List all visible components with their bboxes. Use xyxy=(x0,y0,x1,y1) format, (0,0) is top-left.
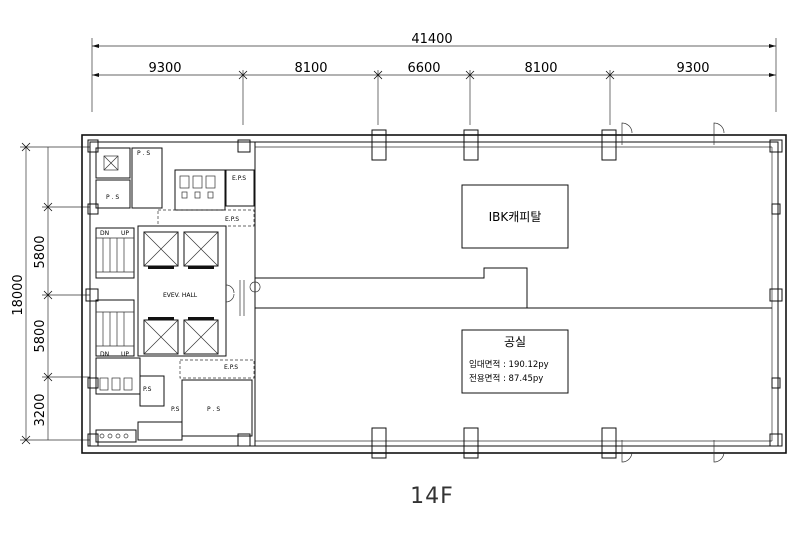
ps-bottom-label: P . S xyxy=(207,406,220,413)
core-labels: P . S P . S E.P.S E.P.S E.P.S P . S P.S … xyxy=(100,150,246,413)
vacant-title: 공실 xyxy=(504,335,526,349)
lease-area: 임대면적 : 190.12py xyxy=(469,359,549,370)
eps-label-1: E.P.S xyxy=(232,175,246,182)
elevator-cars xyxy=(143,231,219,355)
width-segment-3: 6600 xyxy=(407,61,440,76)
ps-top-label: P . S xyxy=(106,194,119,201)
stair-dn-label-2: DN xyxy=(100,351,109,358)
ps-small-label-1: P . S xyxy=(137,150,150,157)
horizontal-dimensions: 41400 9300 8100 6600 8100 9300 xyxy=(91,32,777,125)
tenant-name: IBK캐피탈 xyxy=(489,210,542,224)
width-segment-4: 8100 xyxy=(524,61,557,76)
exclusive-area: 전용면적 : 87.45py xyxy=(469,373,543,384)
eps-label-3: E.P.S xyxy=(224,364,238,371)
height-segment-2: 5800 xyxy=(33,319,48,352)
total-width-dimension: 41400 xyxy=(411,32,452,47)
columns xyxy=(85,129,783,459)
height-segment-3: 3200 xyxy=(33,393,48,426)
facade-doors xyxy=(621,122,725,463)
vertical-dimensions: 18000 5800 5800 3200 xyxy=(11,142,90,445)
width-segment-5: 9300 xyxy=(676,61,709,76)
width-segment-2: 8100 xyxy=(294,61,327,76)
ev-hall-label: EVEV. HALL xyxy=(163,292,198,299)
stair-dn-label-1: DN xyxy=(100,230,109,237)
stair-up-label-1: UP xyxy=(121,230,129,237)
building-core xyxy=(95,142,256,446)
stair-up-label-2: UP xyxy=(121,351,129,358)
office-partitions xyxy=(249,267,772,309)
building-outline xyxy=(81,134,787,454)
height-segment-1: 5800 xyxy=(33,235,48,268)
floor-label: 14F xyxy=(410,484,454,509)
ps-small-label-2: P.S xyxy=(143,386,152,393)
width-segment-1: 9300 xyxy=(148,61,181,76)
total-height-dimension: 18000 xyxy=(11,274,26,315)
ps-small-label-3: P.S xyxy=(171,406,180,413)
tenant-room: IBK캐피탈 xyxy=(461,184,569,249)
eps-label-2: E.P.S xyxy=(225,216,239,223)
vacant-room: 공실 임대면적 : 190.12py 전용면적 : 87.45py xyxy=(461,329,569,394)
